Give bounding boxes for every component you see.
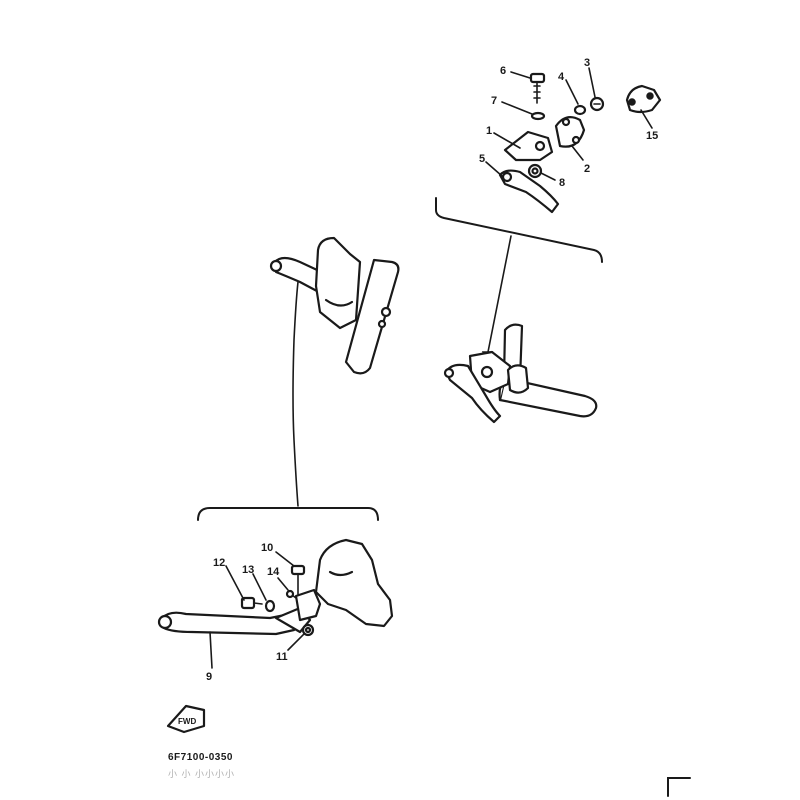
corner-mark — [667, 777, 691, 797]
nut-part-11 — [301, 623, 315, 637]
washer-part-4 — [573, 104, 587, 116]
clutch-cable — [292, 281, 299, 507]
callout-8: 8 — [559, 177, 565, 189]
callout-5: 5 — [479, 153, 485, 165]
lower-group-bracket — [197, 507, 379, 521]
callout-13: 13 — [242, 564, 254, 576]
lever-part-9 — [157, 606, 312, 636]
callout-6: 6 — [500, 65, 506, 77]
callout-1: 1 — [486, 125, 492, 137]
callout-14: 14 — [267, 566, 280, 578]
callout-9: 9 — [206, 671, 212, 683]
clamp-part-2 — [554, 115, 586, 148]
screw-part-12 — [240, 596, 263, 610]
forward-arrow: FWD — [166, 704, 206, 734]
switch-part-15 — [625, 84, 662, 114]
callout-10: 10 — [261, 542, 273, 554]
callout-12: 12 — [213, 557, 225, 569]
forward-arrow-label: FWD — [178, 717, 196, 726]
upper-exploded-assembly: 6 7 4 3 1 2 8 5 15 — [479, 57, 662, 214]
callout-2: 2 — [584, 163, 590, 175]
left-handlebar-installed — [269, 236, 400, 375]
faint-code: 小 小 小小小小 — [168, 769, 235, 779]
callout-7: 7 — [491, 95, 497, 107]
bracket-part-1 — [503, 130, 554, 162]
washer-part-13 — [264, 599, 276, 613]
lower-exploded-assembly: 10 12 13 14 11 9 — [157, 538, 394, 683]
pin-part-14 — [285, 589, 297, 599]
washer-part-7 — [530, 111, 546, 121]
lever-part-5 — [498, 169, 560, 214]
bolt-part-10 — [290, 564, 306, 595]
upper-group-bracket — [435, 197, 603, 263]
callout-11: 11 — [276, 651, 288, 663]
right-handlebar-installed — [443, 323, 598, 424]
callout-3: 3 — [584, 57, 590, 69]
callout-4: 4 — [558, 71, 565, 83]
screw-part-3 — [589, 96, 605, 112]
upper-pointer-line — [487, 235, 512, 353]
drawing-code: 6F7100-0350 — [168, 752, 233, 763]
bolt-part-6 — [529, 72, 546, 104]
callout-15: 15 — [646, 130, 658, 142]
nut-part-8 — [527, 163, 543, 179]
